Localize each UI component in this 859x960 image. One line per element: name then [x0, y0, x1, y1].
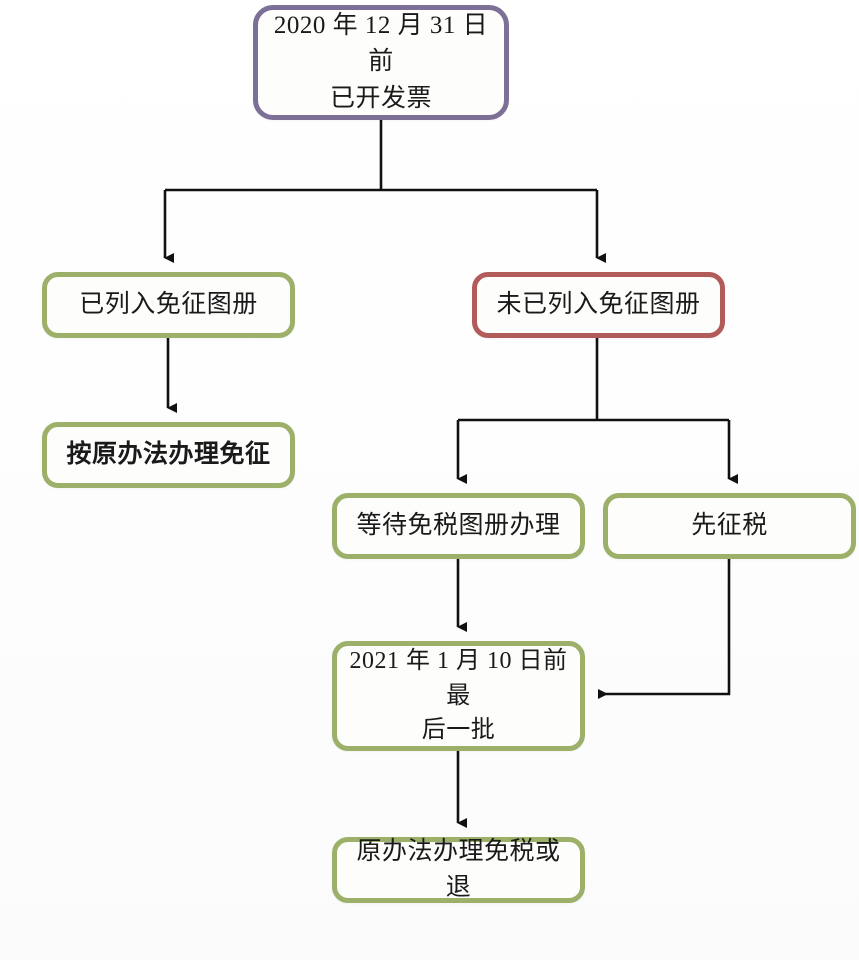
node-tax-first[interactable]: 先征税	[603, 493, 856, 559]
edge-n1-split	[163, 120, 606, 264]
node-label: 2020 年 12 月 31 日前 已开发票	[273, 12, 489, 112]
node-label: 2021 年 1 月 10 日前最 后一批	[349, 647, 568, 744]
node-label: 原办法办理免税或退	[356, 837, 561, 901]
edge-n3-split	[456, 338, 738, 485]
edge-n6-n7	[598, 559, 731, 699]
node-wait-for-tax-free-catalog-processing[interactable]: 等待免税图册办理	[332, 493, 585, 559]
node-listed-in-exemption-catalog[interactable]: 已列入免征图册	[42, 272, 295, 338]
node-invoice-issued-before-2020-12-31[interactable]: 2020 年 12 月 31 日前 已开发票	[253, 5, 509, 120]
node-label: 等待免税图册办理	[356, 511, 561, 539]
node-label: 未已列入免征图册	[496, 290, 701, 318]
node-label: 先征税	[691, 511, 768, 539]
node-label: 按原办法办理免征	[66, 440, 271, 468]
node-exempt-by-original-method[interactable]: 按原办法办理免征	[42, 422, 295, 488]
node-last-batch-before-2021-01-10[interactable]: 2021 年 1 月 10 日前最 后一批	[332, 641, 585, 751]
node-label: 已列入免征图册	[79, 290, 258, 318]
node-original-method-exempt-or-refund[interactable]: 原办法办理免税或退	[332, 837, 585, 903]
node-not-listed-in-exemption-catalog[interactable]: 未已列入免征图册	[472, 272, 725, 338]
